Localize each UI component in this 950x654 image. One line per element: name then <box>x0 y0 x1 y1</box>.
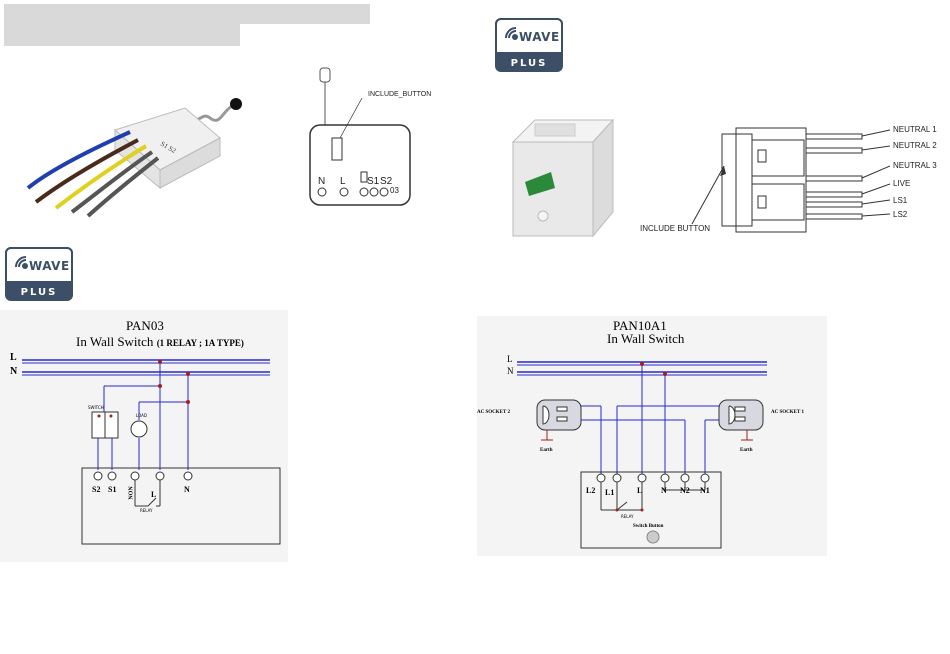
pan10-socket2-label: AC SOCKET 2 <box>477 410 510 415</box>
pan03-terminal-s2: S2 <box>92 485 100 494</box>
pan10-earth-label-left: Earth <box>540 448 553 453</box>
pan10-wire-label-ls2: LS2 <box>893 210 907 219</box>
pan10-wire-label-neutral1: NEUTRAL 1 <box>893 125 937 134</box>
zwave-logo-icon <box>503 25 519 41</box>
pan10-terminal-l: L <box>637 486 642 495</box>
pan10-relay-label: RELAY <box>621 514 634 519</box>
pan10-device-photo <box>505 112 615 240</box>
pan10-terminal-l2: L2 <box>586 486 595 495</box>
pan10-earth-label-right: Earth <box>740 448 753 453</box>
plus-text: PLUS <box>5 287 73 298</box>
pan10-terminal-n: N <box>661 486 667 495</box>
zwave-plus-badge-right: WAVE PLUS <box>495 18 563 72</box>
pan03-load-label: LOAD <box>136 413 147 418</box>
pan03-switch-label: SWITCH <box>88 405 104 410</box>
zwave-text: WAVE <box>519 30 560 44</box>
pan10-wire-label-neutral2: NEUTRAL 2 <box>893 141 937 150</box>
pan03-terminal-non: NON <box>129 486 135 499</box>
pan03-relay-label: RELAY <box>140 508 153 513</box>
pan10-include-button-label: INCLUDE BUTTON <box>640 224 710 233</box>
pan10-wiring-panel: PAN10A1 In Wall Switch L N <box>477 316 827 556</box>
pan03-device-photo: S1 S2 <box>10 90 255 220</box>
pan03-terminal-n: N <box>318 176 325 187</box>
header-bar-top <box>4 4 370 24</box>
pan03-wiring-svg <box>0 310 288 562</box>
pan10-socket1-label: AC SOCKET 1 <box>771 410 804 415</box>
pan10-wiring-svg <box>477 316 827 556</box>
pan03-model-code: 03 <box>390 186 399 195</box>
pan03-terminal-s1: S1 <box>108 485 116 494</box>
header-bar-bottom <box>4 24 240 46</box>
zwave-plus-badge-left: WAVE PLUS <box>5 247 73 301</box>
pan10-wire-label-ls1: LS1 <box>893 196 907 205</box>
zwave-logo-icon <box>13 254 29 270</box>
pan10-terminal-n2: N2 <box>680 486 690 495</box>
pan03-terminal-s1: S1 <box>367 176 379 187</box>
pan10-terminal-l1: L1 <box>605 488 614 497</box>
pan03-device-drawing <box>300 60 440 210</box>
plus-text: PLUS <box>495 58 563 69</box>
pan03-terminal-l: L <box>151 490 156 499</box>
pan03-terminal-l: L <box>340 176 346 187</box>
pan10-wire-label-live: LIVE <box>893 179 910 188</box>
pan10-switch-button-label: Switch Button <box>633 524 663 529</box>
pan03-wiring-panel: PAN03 In Wall Switch (1 RELAY ; 1A TYPE)… <box>0 310 288 562</box>
pan03-terminal-n: N <box>184 485 190 494</box>
pan10-wire-label-neutral3: NEUTRAL 3 <box>893 161 937 170</box>
pan10-terminal-n1: N1 <box>700 486 710 495</box>
zwave-text: WAVE <box>29 259 70 273</box>
pan03-include-button-label: INCLUDE_BUTTON <box>368 91 431 98</box>
